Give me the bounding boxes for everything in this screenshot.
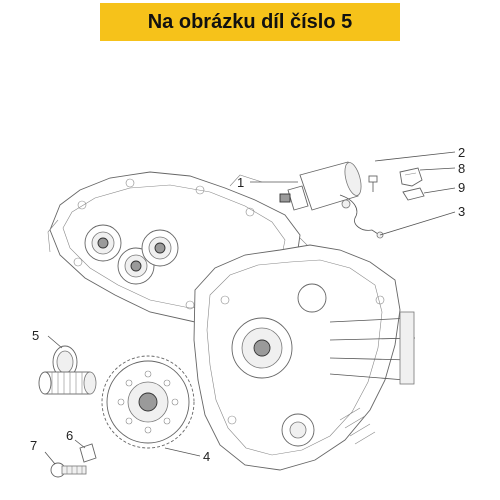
header-banner: Na obrázku díl číslo 5 — [100, 3, 400, 41]
cylinder-studs — [329, 311, 416, 385]
plate-part-6 — [79, 443, 97, 463]
crank-bore — [231, 317, 293, 379]
clip-part-9 — [402, 187, 425, 201]
leader-lines — [44, 151, 456, 465]
callout-7: 7 — [30, 438, 37, 453]
header-title: Na obrázku díl číslo 5 — [147, 10, 353, 33]
callout-4: 4 — [203, 449, 210, 464]
starter-gear-part-5 — [38, 345, 97, 395]
bolt-part-7 — [50, 462, 87, 478]
bearing-3 — [141, 229, 179, 267]
callout-5: 5 — [32, 328, 39, 343]
callout-1: 1 — [237, 175, 244, 190]
screw-part-2 — [368, 175, 378, 192]
crankcase-right-half — [193, 244, 416, 471]
callout-9: 9 — [458, 180, 465, 195]
callout-6: 6 — [66, 428, 73, 443]
bearing-1 — [84, 224, 122, 262]
callout-2: 2 — [458, 145, 465, 160]
callout-3: 3 — [458, 204, 465, 219]
callout-8: 8 — [458, 161, 465, 176]
starter-motor — [279, 161, 362, 211]
gear-wheel-part-4 — [101, 355, 195, 449]
bracket-part-8 — [399, 167, 423, 187]
